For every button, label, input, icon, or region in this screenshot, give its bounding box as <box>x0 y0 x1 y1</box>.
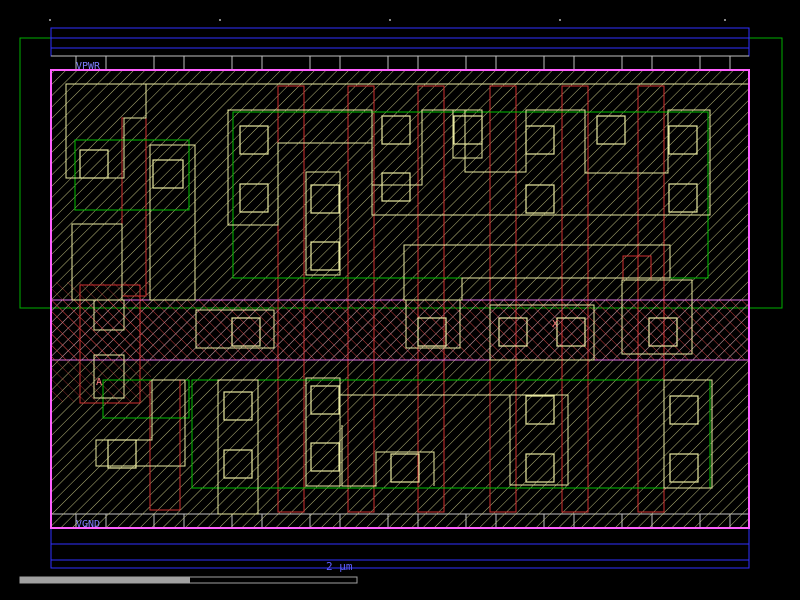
grid-dots <box>49 19 726 21</box>
scale-bar <box>19 576 358 584</box>
cell-boundary <box>50 69 750 529</box>
output-x-pin-label: X <box>552 319 559 330</box>
li1-fill <box>51 70 749 528</box>
input-a-pin-label: A <box>96 377 103 388</box>
scale-bar-label: 2 µm <box>326 560 353 573</box>
vgnd-pin-label: VGND <box>76 519 101 530</box>
poly-bus <box>50 282 750 404</box>
contacts <box>79 115 699 483</box>
poly-gates <box>121 85 665 513</box>
vpwr-pin-label: VPWR <box>76 61 101 72</box>
li1-shapes <box>65 83 750 515</box>
